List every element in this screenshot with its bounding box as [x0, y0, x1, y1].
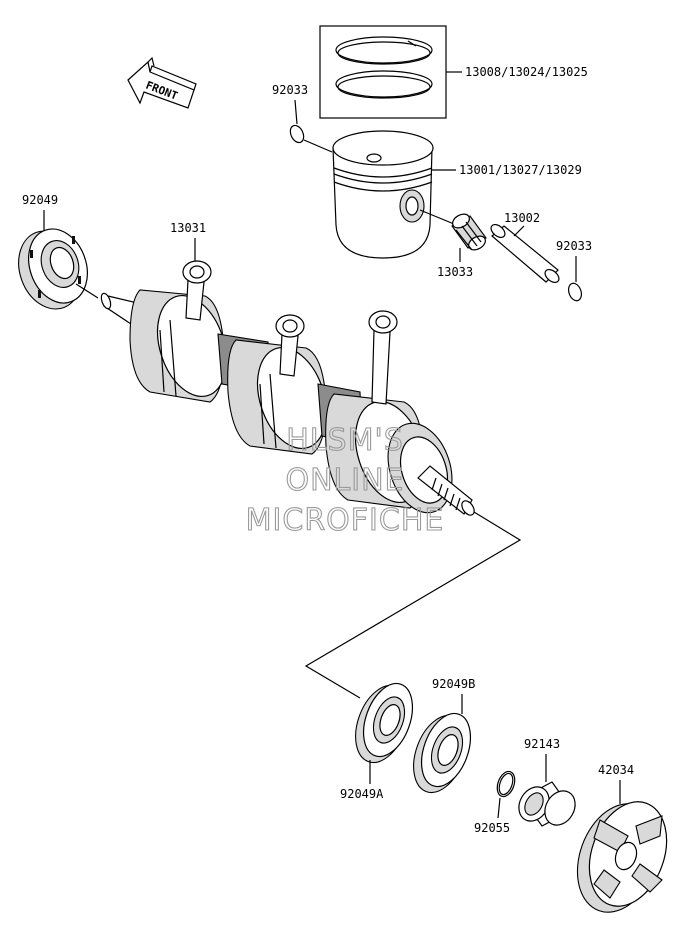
connecting-rod-1: [182, 260, 212, 321]
crankshaft-assembly: [100, 260, 475, 516]
label-92055: 92055: [474, 821, 510, 835]
oil-seal-92049B: [413, 712, 472, 794]
watermark-line-3: MICROFICHE: [246, 503, 445, 538]
label-13002: 13002: [504, 211, 540, 225]
label-92049: 92049: [22, 193, 58, 207]
watermark-line-2: ONLINE: [285, 463, 404, 498]
coupling-42034: [576, 801, 668, 913]
circlip-92033-top: [289, 124, 305, 144]
connecting-rod-3: [368, 310, 398, 405]
label-13008: 13008/13024/13025: [465, 65, 588, 79]
piston-pin-13002: [490, 223, 560, 284]
label-92033-top: 92033: [272, 83, 308, 97]
circlip-92033-right: [567, 282, 583, 302]
needle-bearing-13033: [419, 209, 487, 262]
label-13033: 13033: [437, 265, 473, 279]
assembly-leader-line: [304, 511, 522, 699]
piston-ring-box: [319, 25, 447, 119]
o-ring-92055: [496, 770, 516, 798]
oil-seal-92049A: [355, 682, 414, 764]
label-92049A: 92049A: [340, 787, 384, 801]
label-13031: 13031: [170, 221, 206, 235]
collar-92143: [518, 781, 576, 827]
connecting-rod-2: [275, 314, 305, 377]
label-13001: 13001/13027/13029: [459, 163, 582, 177]
watermark: HLSM'S ONLINE MICROFICHE: [245, 422, 445, 538]
label-92033-right: 92033: [556, 239, 592, 253]
piston: [332, 130, 456, 259]
front-direction-arrow: FRONT: [127, 56, 197, 109]
label-42034: 42034: [598, 763, 634, 777]
label-92143: 92143: [524, 737, 560, 751]
piston-ring-set: [319, 25, 462, 119]
label-92049B: 92049B: [432, 677, 475, 691]
oil-seal-92049: [18, 228, 88, 310]
watermark-line-1: HLSM'S: [286, 423, 404, 458]
